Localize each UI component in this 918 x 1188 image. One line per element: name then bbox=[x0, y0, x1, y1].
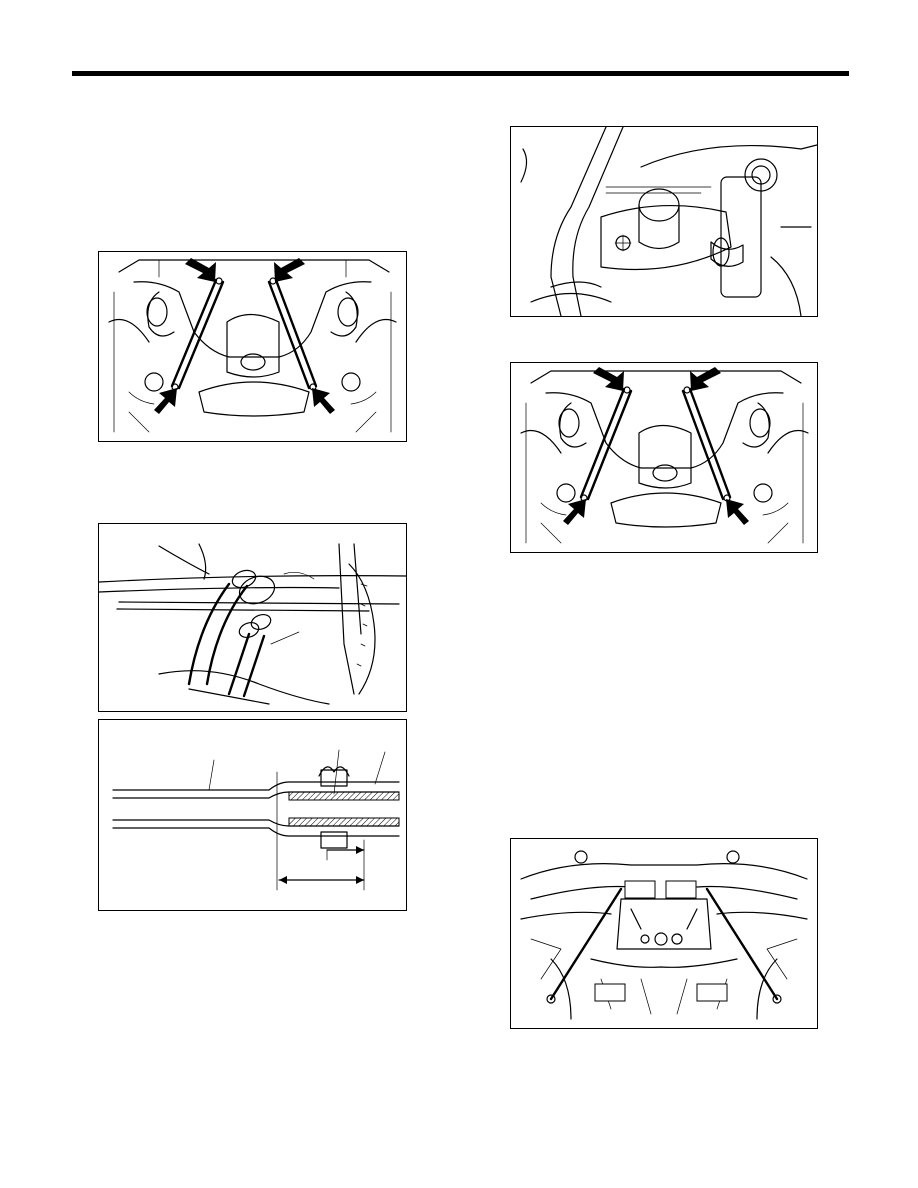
figure-underbody-support-left bbox=[98, 251, 407, 442]
callout-box bbox=[594, 983, 626, 1002]
figure-underbody-support-right bbox=[510, 362, 818, 553]
section-drawing bbox=[112, 749, 400, 891]
callout-arrow bbox=[185, 258, 216, 282]
figure-hose-clamp bbox=[98, 523, 407, 712]
callout-arrow bbox=[690, 367, 721, 391]
callout-box bbox=[624, 880, 656, 899]
mount-drawing bbox=[520, 127, 817, 316]
callout-arrow bbox=[593, 367, 624, 391]
figure-hose-section bbox=[98, 719, 407, 911]
underbody-drawing-2 bbox=[520, 367, 809, 544]
callout-arrow bbox=[312, 388, 335, 414]
suspension-drawing bbox=[520, 850, 808, 1020]
underbody-drawing bbox=[108, 258, 397, 433]
callout-arrow bbox=[274, 258, 305, 282]
callout-arrow bbox=[726, 499, 749, 525]
callout-arrow bbox=[563, 499, 586, 525]
hose-drawing bbox=[99, 543, 406, 705]
callout-box bbox=[665, 880, 697, 899]
figure-rear-suspension bbox=[510, 838, 818, 1029]
callout-box bbox=[696, 983, 728, 1002]
header-rule bbox=[72, 71, 849, 76]
figure-differential-mount bbox=[510, 126, 818, 317]
callout-arrow bbox=[154, 388, 177, 414]
